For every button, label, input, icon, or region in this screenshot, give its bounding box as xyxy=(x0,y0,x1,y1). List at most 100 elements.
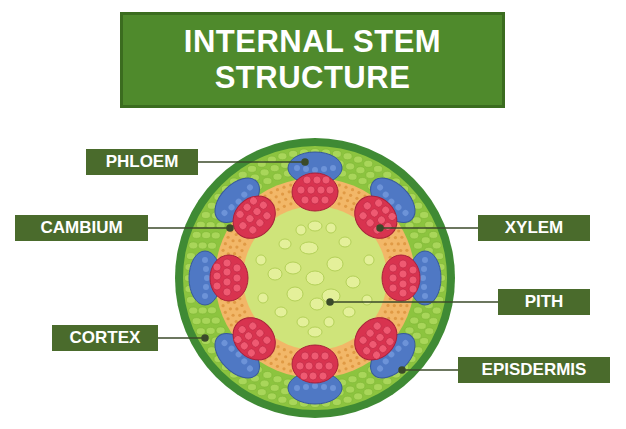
pith-cell xyxy=(279,239,291,249)
cortex-cell xyxy=(211,232,220,239)
cortex-cell xyxy=(417,322,426,329)
cambium-dot xyxy=(240,304,243,307)
cambium-dot xyxy=(338,369,341,372)
cortex-cell xyxy=(420,338,429,345)
label-box: PITH xyxy=(498,289,590,315)
phloem-cell xyxy=(394,344,402,352)
xylem-vessel xyxy=(382,221,393,232)
pith-cell xyxy=(287,287,303,301)
vascular-bundle xyxy=(207,170,287,250)
cambium-dot xyxy=(270,191,273,194)
leader-dot xyxy=(399,367,405,373)
cortex-cell xyxy=(198,307,207,314)
cambium-dot xyxy=(238,239,241,242)
cambium-dot xyxy=(282,367,285,370)
phloem-cell xyxy=(227,344,235,352)
xylem-vessel xyxy=(399,260,407,268)
xylem-vessel xyxy=(372,320,383,331)
phloem-tissue xyxy=(189,251,221,305)
xylem-vessel xyxy=(362,200,373,211)
leader-dot xyxy=(327,299,333,305)
leader-dot xyxy=(377,225,383,231)
leader-line xyxy=(158,337,205,339)
label-box: PHLOEM xyxy=(86,149,198,175)
phloem-cell xyxy=(240,190,248,198)
cortex-cell xyxy=(192,231,201,238)
xylem-vessel xyxy=(305,362,313,370)
pith-cell xyxy=(275,307,287,317)
cambium-dot xyxy=(397,229,400,232)
label-box: XYLEM xyxy=(478,215,590,241)
cortex-cell xyxy=(207,242,216,249)
xylem-vessel xyxy=(371,349,382,360)
xylem-vessel xyxy=(384,336,395,347)
cortex-cell xyxy=(196,328,205,335)
cortex-cell xyxy=(429,318,438,325)
cambium-dot xyxy=(393,249,396,252)
label-text: CORTEX xyxy=(70,328,141,348)
xylem-vessel xyxy=(321,352,329,360)
xylem-vessel xyxy=(381,325,392,336)
cortex-cell xyxy=(432,307,441,314)
cortex-cell xyxy=(405,327,414,334)
xylem-vessel xyxy=(399,280,407,288)
phloem-cell xyxy=(240,357,248,365)
phloem-cell xyxy=(294,385,300,391)
pith-cell xyxy=(346,276,360,288)
xylem-vessel xyxy=(321,196,329,204)
phloem-cell xyxy=(220,339,228,347)
pith-cells xyxy=(256,221,374,337)
cambium-dot xyxy=(289,351,292,354)
xylem-vessel xyxy=(223,288,231,296)
cortex-cell xyxy=(257,389,266,396)
cortex-cell xyxy=(364,160,373,167)
cambium-dot xyxy=(352,351,355,354)
xylem-vessel xyxy=(233,274,241,282)
cambium-dot xyxy=(288,190,291,193)
cambium-dot xyxy=(243,243,246,246)
cambium-dot xyxy=(405,249,408,252)
cambium-dot xyxy=(231,239,234,242)
pith-cell xyxy=(339,237,351,247)
pith-cell xyxy=(306,271,324,285)
xylem-vessel xyxy=(311,196,319,204)
cambium-dot xyxy=(231,314,234,317)
cambium-dot xyxy=(394,317,397,320)
leader-lines xyxy=(148,159,498,373)
cambium-dot xyxy=(226,317,229,320)
xylem-vessel xyxy=(315,362,323,370)
phloem-cell xyxy=(303,166,309,172)
cortex-cell xyxy=(420,212,429,219)
phloem-cell xyxy=(203,266,209,272)
xylem-tissue xyxy=(346,187,405,246)
cortex-cell xyxy=(354,156,363,163)
cortex-cell xyxy=(270,384,279,391)
label-box: CAMBIUM xyxy=(15,215,148,241)
phloem-cell xyxy=(421,266,427,272)
xylem-vessel xyxy=(309,372,317,380)
label-box: CORTEX xyxy=(52,325,158,351)
xylem-vessel xyxy=(254,217,265,228)
cambium-dot xyxy=(289,184,292,187)
cortex-cell xyxy=(263,178,272,185)
cambium-dot xyxy=(351,365,354,368)
cambium-dot xyxy=(357,191,360,194)
cortex-cell xyxy=(196,221,205,228)
cambium-dot xyxy=(284,198,287,201)
xylem-vessel xyxy=(261,210,272,221)
cambium-dot xyxy=(289,369,292,372)
cambium-dot xyxy=(403,311,406,314)
xylem-tissue xyxy=(292,173,338,211)
xylem-vessel xyxy=(234,209,245,220)
vascular-bundle xyxy=(288,345,342,404)
cambium-dot xyxy=(351,188,354,191)
cortex-cell xyxy=(383,378,392,385)
xylem-vessel xyxy=(322,176,330,184)
phloem-cell xyxy=(376,364,384,372)
xylem-vessel xyxy=(237,324,248,335)
phloem-cell xyxy=(401,209,409,217)
xylem-vessel xyxy=(233,264,241,272)
leader-dot xyxy=(202,335,208,341)
cortex-cell xyxy=(248,384,257,391)
